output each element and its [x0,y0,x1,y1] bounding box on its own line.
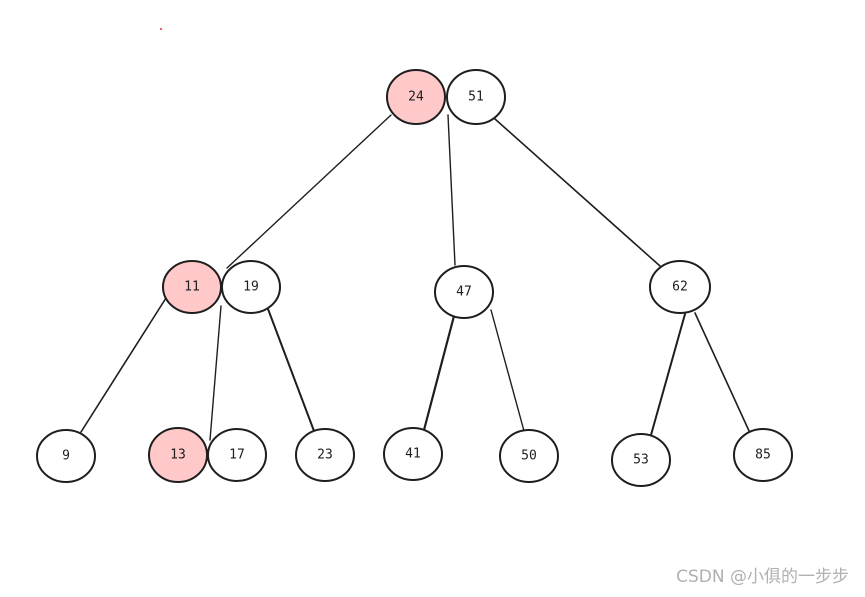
edge-n19-n13 [209,305,222,441]
edge-n62-n85 [694,312,751,434]
node-label: 11 [184,280,200,295]
tree-node-50: 50 [499,429,559,483]
edges-layer [80,114,751,454]
node-label: 85 [755,448,771,463]
node-circle [207,428,267,482]
node-label: 23 [317,448,333,463]
tree-node-13: 13 [148,427,208,483]
node-circle [434,265,494,319]
watermark: CSDN @小俱的一步步 [676,567,849,587]
node-label: 9 [62,449,70,464]
edge-n51-n47 [447,114,456,266]
edge-n47-n41 [422,314,456,432]
tree-node-51: 51 [446,69,506,125]
node-circle [611,433,671,487]
edge-n24-n11 [226,114,392,269]
node-label: 62 [672,280,688,295]
tree-node-47: 47 [434,265,494,319]
node-circle [649,260,711,314]
tree-node-85: 85 [733,428,793,482]
stray-dot [160,28,162,30]
edge-n19-n23 [267,308,315,432]
node-circle [446,69,506,125]
node-circle [733,428,793,482]
tree-node-11: 11 [162,260,222,314]
tree-node-53: 53 [611,433,671,487]
tree-node-23: 23 [295,428,355,482]
node-label: 24 [408,90,424,105]
edge-n62-n53 [650,313,686,436]
nodes-layer: 24 51 11 19 47 62 9 13 17 23 41 50 53 85 [36,69,793,487]
node-label: 41 [405,447,421,462]
tree-node-9: 9 [36,429,96,483]
edge-n47-n50 [490,309,531,454]
edge-n51-n62 [494,118,661,267]
tree-node-24: 24 [386,69,446,125]
node-label: 17 [229,448,245,463]
node-circle [383,427,443,481]
node-circle [221,260,281,314]
node-circle [36,429,96,483]
node-label: 13 [170,448,186,463]
tree-node-41: 41 [383,427,443,481]
node-label: 19 [243,280,259,295]
node-circle [386,69,446,125]
node-label: 50 [521,449,537,464]
edge-n11-n9 [80,297,167,433]
node-label: 51 [468,90,484,105]
node-label: 53 [633,453,649,468]
tree-node-17: 17 [207,428,267,482]
node-circle [499,429,559,483]
node-circle [295,428,355,482]
tree-node-19: 19 [221,260,281,314]
tree-node-62: 62 [649,260,711,314]
node-label: 47 [456,285,472,300]
